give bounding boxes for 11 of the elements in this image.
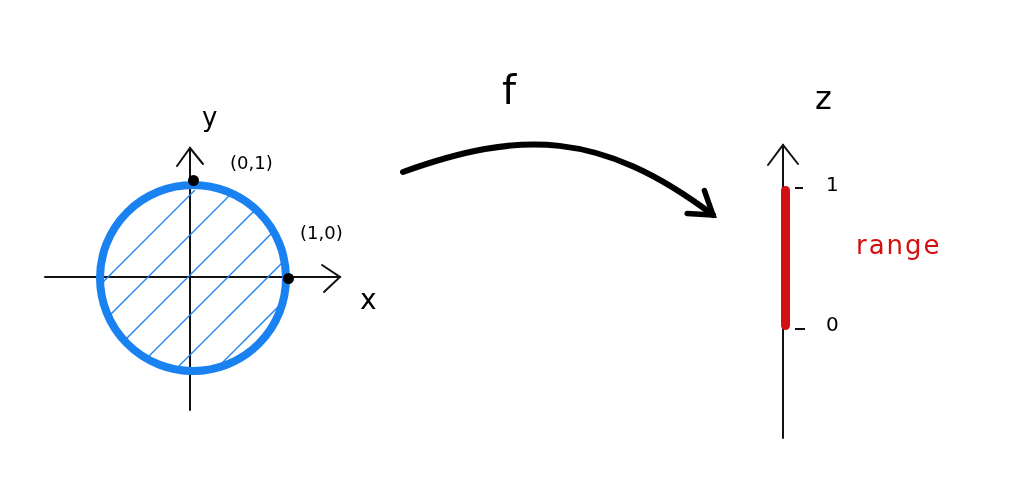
axis-label: y xyxy=(202,104,218,130)
axis-label: (1,0) xyxy=(300,224,343,242)
edge-label: f xyxy=(502,66,517,115)
range-bar xyxy=(781,186,790,330)
axis-label: z xyxy=(815,82,832,114)
range-label: range xyxy=(856,229,942,262)
curved-arrow xyxy=(400,141,716,218)
shaded-disk xyxy=(95,180,291,376)
axis-label: x xyxy=(360,286,377,314)
axis-label: 0 xyxy=(826,314,839,334)
axis-label: 1 xyxy=(826,174,839,194)
